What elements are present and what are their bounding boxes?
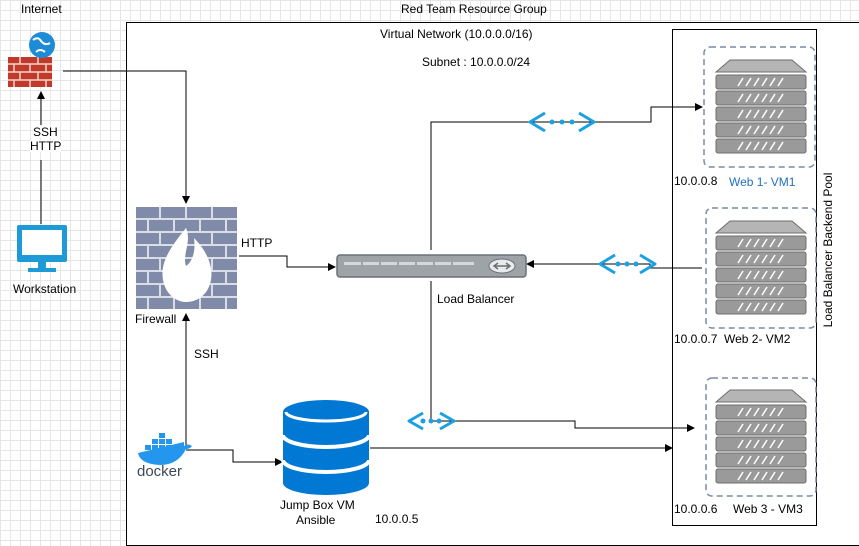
internet-firewall-icon <box>8 32 55 87</box>
monitor-icon <box>17 225 67 272</box>
firewall-icon <box>136 207 237 309</box>
edge-lb-vm3 <box>430 281 695 432</box>
vnet-connector-icon-3 <box>407 411 456 431</box>
load-balancer-label: Load Balancer <box>437 292 515 306</box>
vm3-ip-label: 10.0.0.6 <box>674 502 718 516</box>
vnet-connector-icon-1 <box>528 111 596 133</box>
backend-pool-label: Load Balancer Backend Pool <box>821 172 835 328</box>
vm2-ip-label: 10.0.0.7 <box>674 332 718 346</box>
server-icon-vm3 <box>705 377 817 497</box>
firewall-label: Firewall <box>135 312 177 326</box>
server-icon-vm2 <box>705 207 817 329</box>
edge-internet-firewall <box>63 70 190 204</box>
vm2-name-label: Web 2- VM2 <box>724 332 791 346</box>
vnet-label: Virtual Network (10.0.0.0/16) <box>380 27 533 41</box>
workstation-label: Workstation <box>13 282 77 296</box>
internet-link-http-label: HTTP <box>30 139 62 153</box>
http-edge-label: HTTP <box>241 236 273 250</box>
edge-firewall-lb <box>239 255 336 271</box>
edge-vm2-lb <box>526 260 702 269</box>
ssh-edge-label: SSH <box>194 347 219 361</box>
jumpbox-ip-label: 10.0.0.5 <box>375 512 419 526</box>
jumpbox-name-label: Jump Box VM <box>280 498 355 512</box>
edge-docker-jumpbox <box>186 449 283 466</box>
subnet-label: Subnet : 10.0.0.0/24 <box>422 55 531 69</box>
vm1-name-label: Web 1- VM1 <box>729 175 796 189</box>
server-icon-vm1 <box>703 46 816 168</box>
internet-label: Internet <box>21 2 62 16</box>
docker-icon <box>138 433 192 465</box>
internet-link-ssh-label: SSH <box>33 125 58 139</box>
jumpbox-role-label: Ansible <box>296 513 336 527</box>
edge-lb-vm1 <box>430 103 703 250</box>
docker-label: docker <box>137 463 183 480</box>
load-balancer-icon <box>336 254 527 278</box>
vnet-connector-icon-2 <box>598 253 657 275</box>
vm3-name-label: Web 3 - VM3 <box>733 502 803 516</box>
database-icon <box>281 400 371 495</box>
resource-group-label: Red Team Resource Group <box>401 2 547 16</box>
vm1-ip-label: 10.0.0.8 <box>674 174 718 188</box>
